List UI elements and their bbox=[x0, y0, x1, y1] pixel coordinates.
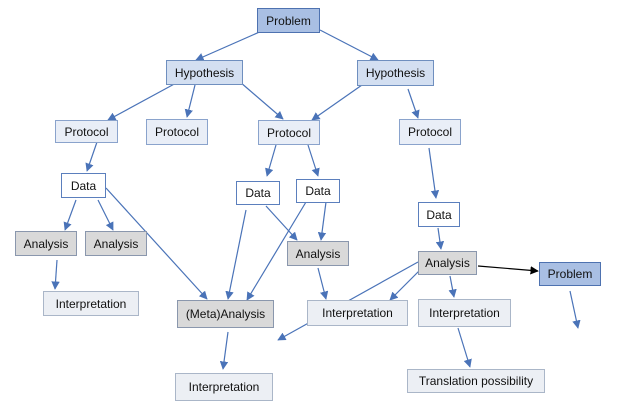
node-interpretation-2: Interpretation bbox=[175, 373, 273, 401]
node-translation-possibility: Translation possibility bbox=[407, 369, 545, 393]
arrow-data-1-meta bbox=[105, 187, 208, 300]
node-analysis-3: Analysis bbox=[287, 241, 349, 266]
node-problem-right: Problem bbox=[539, 262, 601, 286]
node-data-2: Data bbox=[236, 181, 280, 205]
node-interpretation-3: Interpretation bbox=[307, 300, 408, 326]
arrow-problem-right-down bbox=[569, 290, 581, 329]
arrow-data-2-meta bbox=[225, 209, 247, 300]
node-analysis-1: Analysis bbox=[15, 231, 77, 256]
arrow-problem-hypothesis-left bbox=[195, 29, 265, 61]
node-data-4: Data bbox=[418, 202, 460, 227]
node-problem-top: Problem bbox=[257, 8, 320, 33]
node-interpretation-4: Interpretation bbox=[418, 299, 511, 327]
node-hypothesis-right: Hypothesis bbox=[357, 60, 434, 86]
node-interpretation-1: Interpretation bbox=[43, 291, 139, 316]
arrow-protocol-3-data-2 bbox=[265, 144, 277, 177]
node-protocol-2: Protocol bbox=[146, 119, 208, 145]
arrow-analysis-3-interpretation-3 bbox=[317, 267, 329, 300]
arrow-meta-interpretation-2 bbox=[219, 331, 229, 370]
arrow-analysis-4-interpretation-3 bbox=[389, 268, 422, 301]
node-meta-analysis: (Meta)Analysis bbox=[177, 300, 274, 328]
node-data-3: Data bbox=[296, 179, 340, 203]
node-hypothesis-left: Hypothesis bbox=[166, 60, 243, 85]
arrow-hypothesis-right-protocol-4 bbox=[407, 88, 420, 119]
node-protocol-4: Protocol bbox=[399, 119, 461, 145]
arrow-hypothesis-protocol-1 bbox=[107, 81, 179, 121]
arrow-data-2-analysis-3 bbox=[265, 205, 298, 241]
arrow-protocol-3-data-3 bbox=[307, 144, 320, 177]
arrow-data-1-analysis-1 bbox=[63, 199, 77, 231]
arrow-data-3-meta bbox=[246, 201, 307, 301]
arrow-protocol-4-data-4 bbox=[428, 147, 440, 199]
arrow-data-4-analysis-4 bbox=[435, 227, 445, 250]
node-protocol-1: Protocol bbox=[55, 120, 118, 143]
arrow-data-1-analysis-2 bbox=[97, 199, 114, 231]
arrow-analysis-4-problem-right bbox=[477, 265, 539, 275]
node-analysis-2: Analysis bbox=[85, 231, 147, 256]
arrow-protocol-1-data-1 bbox=[85, 141, 98, 172]
arrow-hypothesis-protocol-3 bbox=[239, 81, 284, 120]
node-protocol-3: Protocol bbox=[258, 120, 320, 145]
arrow-data-3-analysis-3 bbox=[317, 201, 327, 241]
node-data-1: Data bbox=[61, 173, 106, 198]
arrow-interpretation-4-translation bbox=[457, 327, 472, 368]
arrow-analysis-4-interpretation-4 bbox=[448, 275, 457, 298]
arrow-analysis-1-interpretation-1 bbox=[51, 259, 60, 290]
node-analysis-4: Analysis bbox=[418, 251, 477, 275]
arrow-problem-hypothesis-right bbox=[319, 29, 379, 61]
arrow-hypothesis-protocol-2 bbox=[184, 84, 196, 118]
arrow-hypothesis-right-protocol-3 bbox=[311, 84, 363, 121]
